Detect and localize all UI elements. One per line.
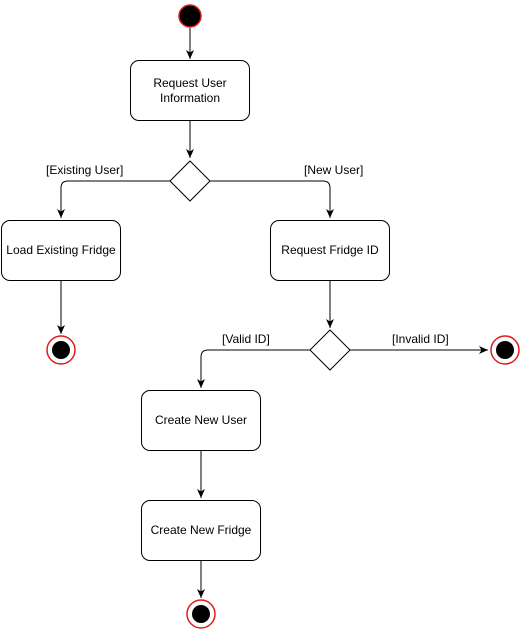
action-label: Request Fridge ID — [281, 243, 379, 257]
final-node-new-fridge — [186, 599, 216, 629]
edge-decision-existing-user — [57, 180, 170, 218]
decision-fridge-id — [309, 329, 351, 371]
action-create-new-user: Create New User — [141, 390, 261, 451]
edge-decision-new-user — [210, 180, 334, 218]
action-label: Load Existing Fridge — [6, 243, 116, 257]
action-label: Create New User — [154, 413, 248, 427]
final-node-existing-user — [46, 335, 76, 365]
guard-valid-id: [Valid ID] — [222, 332, 270, 346]
final-node-invalid-id — [490, 335, 520, 365]
action-label: Request User Information — [153, 75, 227, 105]
action-request-fridge-id: Request Fridge ID — [270, 220, 390, 281]
edge-decision-valid-id — [197, 349, 310, 388]
decision-user-type — [169, 160, 211, 202]
action-request-user-information: Request User Information — [130, 60, 250, 121]
guard-new-user: [New User] — [304, 163, 364, 177]
guard-invalid-id: [Invalid ID] — [392, 332, 449, 346]
action-create-new-fridge: Create New Fridge — [141, 500, 261, 561]
initial-node — [178, 4, 202, 28]
action-load-existing-fridge: Load Existing Fridge — [1, 220, 121, 281]
guard-existing-user: [Existing User] — [46, 163, 124, 177]
action-label: Create New Fridge — [150, 523, 252, 537]
